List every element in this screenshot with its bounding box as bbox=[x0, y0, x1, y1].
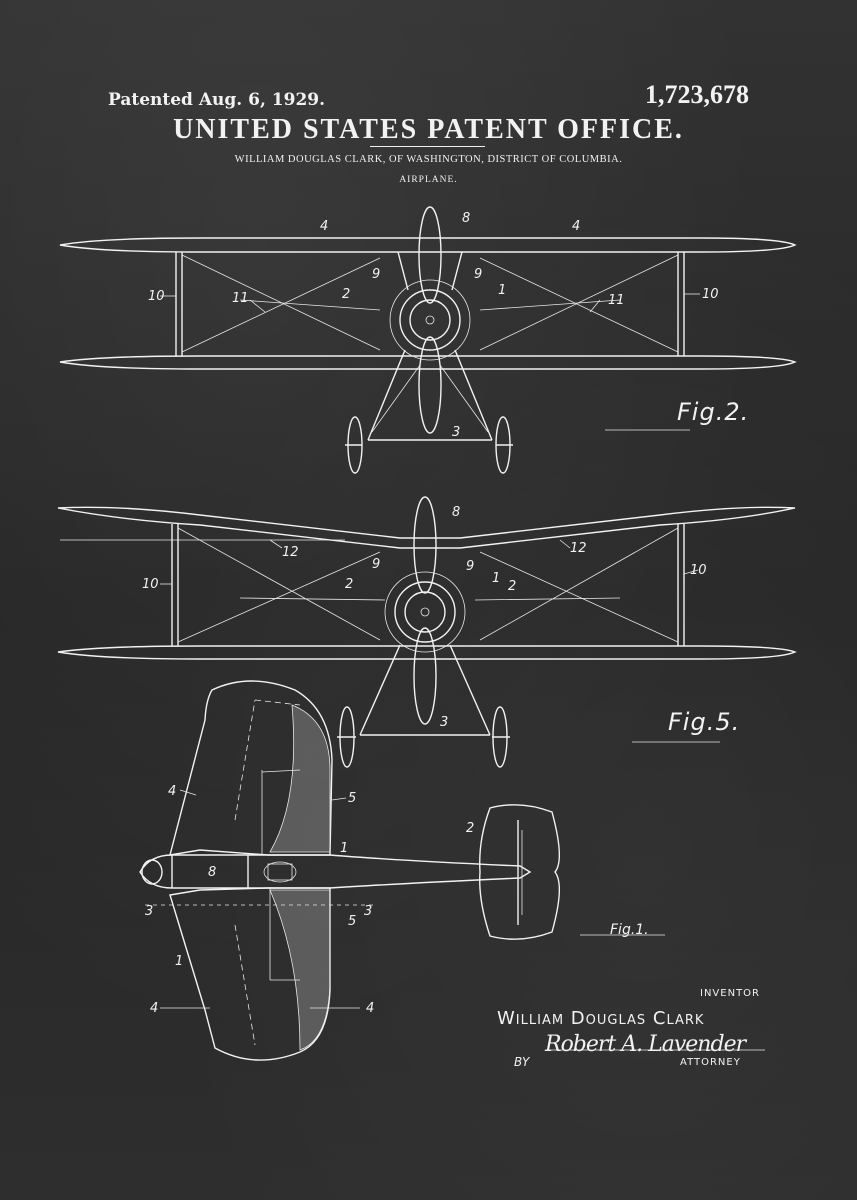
attorney-signature: Robert A. Lavender bbox=[545, 1032, 746, 1057]
inventor-name: William Douglas Clark bbox=[497, 1008, 705, 1029]
ref-8: 8 bbox=[452, 505, 460, 520]
ref-10: 10 bbox=[702, 287, 719, 302]
ref-2: 2 bbox=[342, 287, 350, 302]
inventor-line: WILLIAM DOUGLAS CLARK, OF WASHINGTON, DI… bbox=[234, 154, 623, 165]
ref-4: 4 bbox=[320, 219, 328, 234]
ref-11: 11 bbox=[232, 291, 249, 306]
ref-8: 8 bbox=[462, 211, 470, 226]
ref-9: 9 bbox=[474, 267, 482, 282]
fig1-label: Fig.1. bbox=[610, 922, 649, 938]
by-label: BY bbox=[514, 1055, 530, 1069]
attorney-label: ATTORNEY bbox=[680, 1057, 741, 1068]
ref-3: 3 bbox=[364, 904, 372, 919]
ref-3: 3 bbox=[452, 425, 460, 440]
ref-10: 10 bbox=[148, 289, 165, 304]
ref-1: 1 bbox=[492, 571, 500, 586]
fig5-front-view bbox=[57, 496, 797, 768]
ref-4: 4 bbox=[366, 1001, 374, 1016]
heading-underline bbox=[370, 146, 485, 147]
ref-8: 8 bbox=[208, 865, 216, 880]
ref-10: 10 bbox=[690, 563, 707, 578]
ref-2: 2 bbox=[466, 821, 474, 836]
ref-4: 4 bbox=[150, 1001, 158, 1016]
inventor-label: INVENTOR bbox=[700, 988, 760, 999]
patented-date: Patented Aug. 6, 1929. bbox=[108, 90, 326, 110]
ref-1: 1 bbox=[175, 954, 183, 969]
ref-4: 4 bbox=[168, 784, 176, 799]
ref-2: 2 bbox=[508, 579, 516, 594]
ref-1: 1 bbox=[498, 283, 506, 298]
ref-11: 11 bbox=[608, 293, 625, 308]
fig2-front-view bbox=[59, 206, 797, 474]
fig2-label: Fig.2. bbox=[677, 398, 750, 426]
ref-9: 9 bbox=[372, 267, 380, 282]
ref-9: 9 bbox=[466, 559, 474, 574]
ref-2: 2 bbox=[345, 577, 353, 592]
ref-1: 1 bbox=[340, 841, 348, 856]
ref-9: 9 bbox=[372, 557, 380, 572]
ref-12: 12 bbox=[570, 541, 587, 556]
patent-office-heading: UNITED STATES PATENT OFFICE. bbox=[173, 114, 684, 145]
ref-5: 5 bbox=[348, 914, 356, 929]
ref-3: 3 bbox=[440, 715, 448, 730]
patent-number: 1,723,678 bbox=[645, 80, 749, 109]
ref-5: 5 bbox=[348, 791, 356, 806]
fig1-plan-view bbox=[139, 680, 665, 1061]
fig5-label: Fig.5. bbox=[668, 708, 741, 736]
ref-3: 3 bbox=[145, 904, 153, 919]
ref-4: 4 bbox=[572, 219, 580, 234]
ref-10: 10 bbox=[142, 577, 159, 592]
ref-12: 12 bbox=[282, 545, 299, 560]
invention-title: AIRPLANE. bbox=[399, 175, 458, 185]
